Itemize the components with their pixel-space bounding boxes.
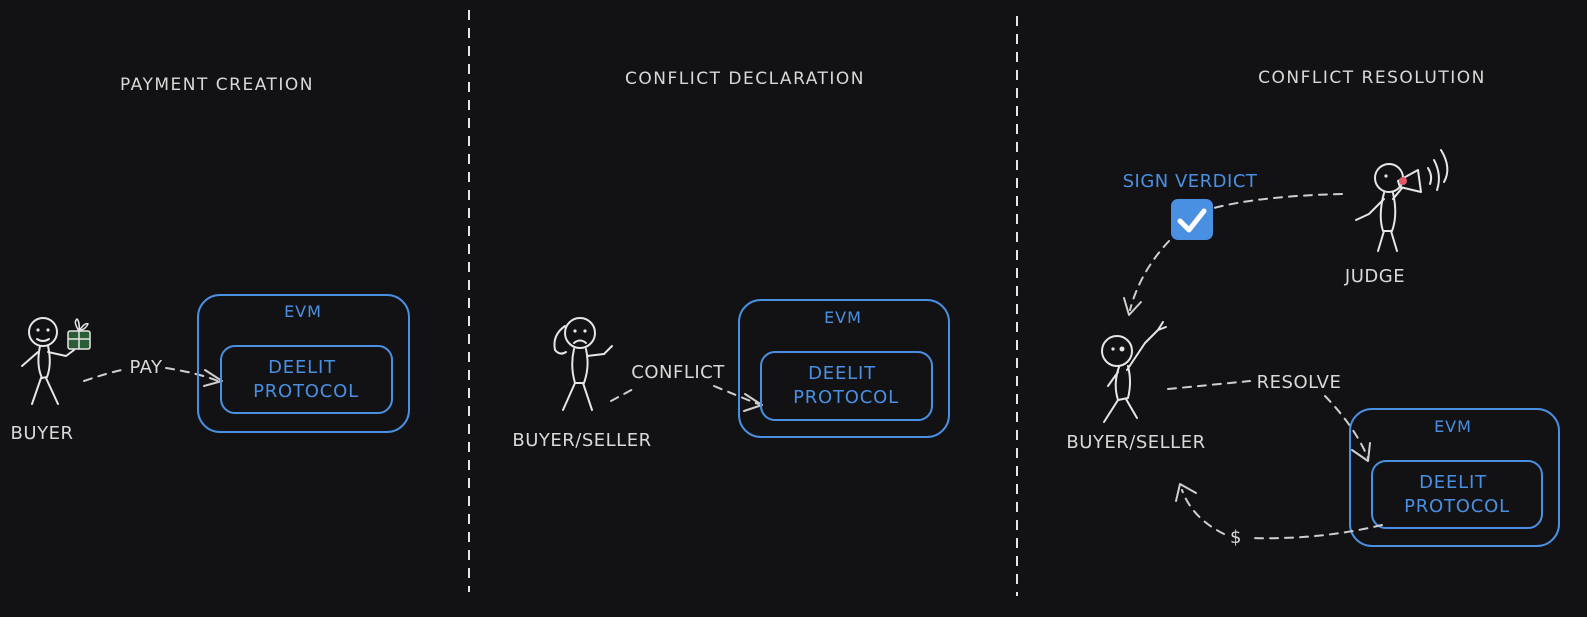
gift-icon (67, 318, 91, 350)
buyer-seller-figure-waving (1101, 321, 1167, 423)
section-title-payment-creation: PAYMENT CREATION (120, 75, 314, 95)
evm-container-1 (197, 294, 410, 433)
pay-arrow-head (203, 369, 223, 387)
judge-figure (1355, 163, 1404, 252)
conflict-arrow-label: CONFLICT (631, 362, 725, 383)
pay-arrow-label: PAY (129, 357, 163, 378)
judge-to-verdict-line (1213, 193, 1343, 209)
payout-label: $ (1230, 527, 1242, 548)
payout-arrow-head (1175, 483, 1197, 502)
conflict-arrow-head (743, 393, 763, 412)
buyer-seller-label-2: BUYER/SELLER (512, 430, 651, 451)
buyer-figure (21, 317, 75, 405)
verdict-to-actor-arrow-head (1123, 297, 1142, 316)
conflict-arrow-line-a (610, 387, 636, 402)
pay-arrow-line-b (165, 367, 219, 382)
protocol-line2-3: PROTOCOL (1404, 496, 1510, 517)
deelit-protocol-box-1 (220, 345, 393, 414)
resolve-arrow-head (1351, 442, 1371, 462)
evm-label-1: EVM (284, 302, 322, 321)
payout-arrow-line-a (1249, 524, 1383, 540)
megaphone-icon (1397, 149, 1449, 193)
conflict-arrow-line-b (713, 385, 759, 405)
resolve-arrow-line-b (1324, 395, 1369, 459)
evm-container-3 (1349, 408, 1560, 547)
protocol-line1-1: DEELIT (268, 357, 336, 378)
pay-arrow-line-a (83, 368, 128, 382)
buyer-seller-figure-thinking (553, 317, 613, 411)
evm-label-2: EVM (824, 308, 862, 327)
evm-label-3: EVM (1434, 417, 1472, 436)
resolve-arrow-line-a (1167, 380, 1251, 390)
protocol-line1-3: DEELIT (1419, 472, 1487, 493)
evm-container-2 (738, 299, 950, 438)
buyer-label: BUYER (11, 423, 74, 444)
payout-arrow-line-b (1181, 489, 1225, 535)
deelit-protocol-box-3 (1371, 460, 1543, 529)
resolve-arrow-label: RESOLVE (1257, 372, 1342, 393)
section-title-conflict-resolution: CONFLICT RESOLUTION (1258, 68, 1486, 88)
buyer-seller-label-3: BUYER/SELLER (1066, 432, 1205, 453)
judge-label: JUDGE (1344, 266, 1405, 287)
section-title-conflict-declaration: CONFLICT DECLARATION (625, 69, 865, 89)
deelit-protocol-box-2 (760, 351, 933, 421)
protocol-line2-1: PROTOCOL (253, 381, 359, 402)
checkbox-check-icon (1171, 199, 1213, 240)
protocol-line2-2: PROTOCOL (793, 387, 899, 408)
verdict-to-actor-line (1129, 240, 1170, 311)
protocol-line1-2: DEELIT (808, 363, 876, 384)
sign-verdict-label: SIGN VERDICT (1123, 171, 1258, 192)
